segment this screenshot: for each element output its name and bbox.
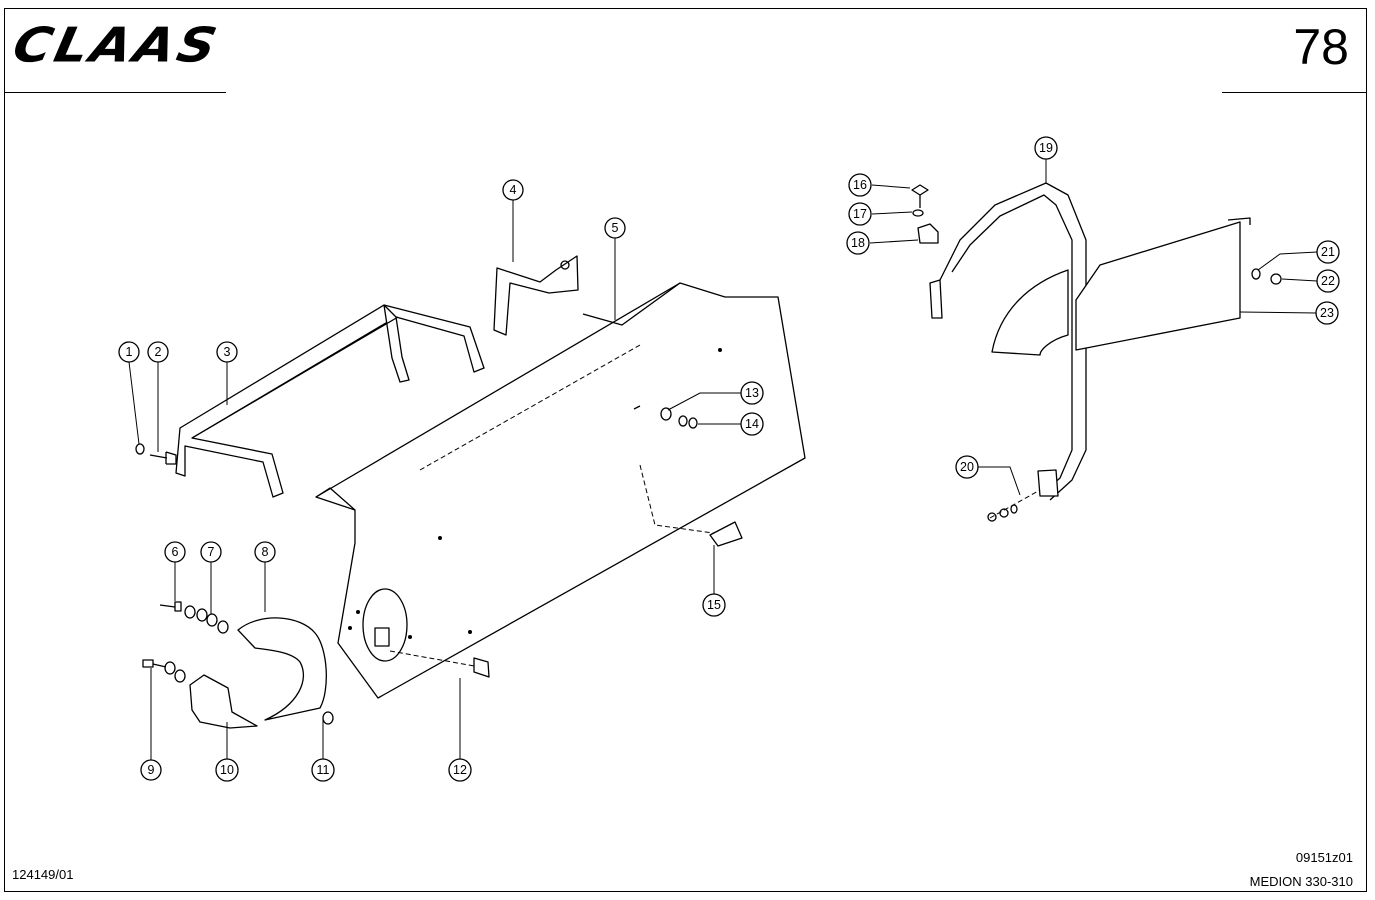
callout-20: 20 bbox=[955, 455, 979, 479]
header-rule-right bbox=[1222, 92, 1367, 93]
page-number: 78 bbox=[1293, 19, 1349, 75]
callout-23-label: 23 bbox=[1320, 306, 1334, 320]
callout-18: 18 bbox=[846, 231, 870, 255]
callout-2-label: 2 bbox=[155, 345, 162, 359]
figure-number: 09151z01 bbox=[1295, 850, 1353, 865]
callout-17: 17 bbox=[848, 202, 872, 226]
callout-11-label: 11 bbox=[317, 763, 330, 777]
callout-19: 19 bbox=[1034, 136, 1058, 160]
callout-2: 2 bbox=[147, 341, 169, 363]
callout-3-label: 3 bbox=[224, 345, 231, 359]
callout-16-label: 16 bbox=[853, 178, 867, 192]
callout-21-label: 21 bbox=[1321, 245, 1335, 259]
callout-12-label: 12 bbox=[453, 763, 467, 777]
callout-14-label: 14 bbox=[745, 417, 759, 431]
callout-6-label: 6 bbox=[172, 545, 179, 559]
callout-16: 16 bbox=[848, 173, 872, 197]
angle-bracket-part-15 bbox=[639, 464, 743, 547]
callout-5: 5 bbox=[604, 217, 626, 239]
callout-4: 4 bbox=[502, 179, 524, 201]
callout-9: 9 bbox=[140, 759, 162, 781]
callout-21: 21 bbox=[1316, 240, 1340, 264]
tube-frame-part-19 bbox=[929, 182, 1251, 519]
document-number: 124149/01 bbox=[12, 867, 74, 882]
curved-guide-part-8 bbox=[237, 617, 327, 721]
callout-19-label: 19 bbox=[1039, 141, 1053, 155]
callout-10-label: 10 bbox=[220, 763, 234, 777]
disc-and-bar-part-12 bbox=[362, 588, 490, 678]
small-bracket-part-4 bbox=[493, 255, 579, 336]
callout-3: 3 bbox=[216, 341, 238, 363]
callout-15: 15 bbox=[702, 593, 726, 617]
callout-17-label: 17 bbox=[853, 207, 867, 221]
callout-8-label: 8 bbox=[262, 545, 269, 559]
model-name: MEDION 330-310 bbox=[1249, 874, 1353, 889]
leader-lines bbox=[128, 159, 1318, 760]
frame-bracket-part-3 bbox=[175, 304, 485, 498]
callout-12: 12 bbox=[448, 758, 472, 782]
cover-panel-part-5 bbox=[315, 282, 806, 699]
callout-23: 23 bbox=[1315, 301, 1339, 325]
callout-1: 1 bbox=[118, 341, 140, 363]
deflector-part-10 bbox=[189, 674, 258, 729]
callout-11: 11 bbox=[311, 758, 335, 782]
callout-7-label: 7 bbox=[208, 545, 215, 559]
drawing-sheet-border bbox=[4, 8, 1367, 892]
callout-4-label: 4 bbox=[510, 183, 517, 197]
callout-18-label: 18 bbox=[851, 236, 865, 250]
callout-1-label: 1 bbox=[126, 345, 133, 359]
callout-13: 13 bbox=[740, 381, 764, 405]
callout-22: 22 bbox=[1316, 269, 1340, 293]
callout-22-label: 22 bbox=[1321, 274, 1335, 288]
callout-10: 10 bbox=[215, 758, 239, 782]
callout-7: 7 bbox=[200, 541, 222, 563]
hardware-fasteners bbox=[135, 184, 1282, 725]
callout-8: 8 bbox=[254, 541, 276, 563]
callout-9-label: 9 bbox=[148, 763, 155, 777]
callout-20-label: 20 bbox=[960, 460, 974, 474]
callout-15-label: 15 bbox=[707, 598, 721, 612]
callout-14: 14 bbox=[740, 412, 764, 436]
header-rule-left bbox=[4, 92, 226, 93]
callout-13-label: 13 bbox=[745, 386, 759, 400]
callout-6: 6 bbox=[164, 541, 186, 563]
callout-5-label: 5 bbox=[612, 221, 619, 235]
